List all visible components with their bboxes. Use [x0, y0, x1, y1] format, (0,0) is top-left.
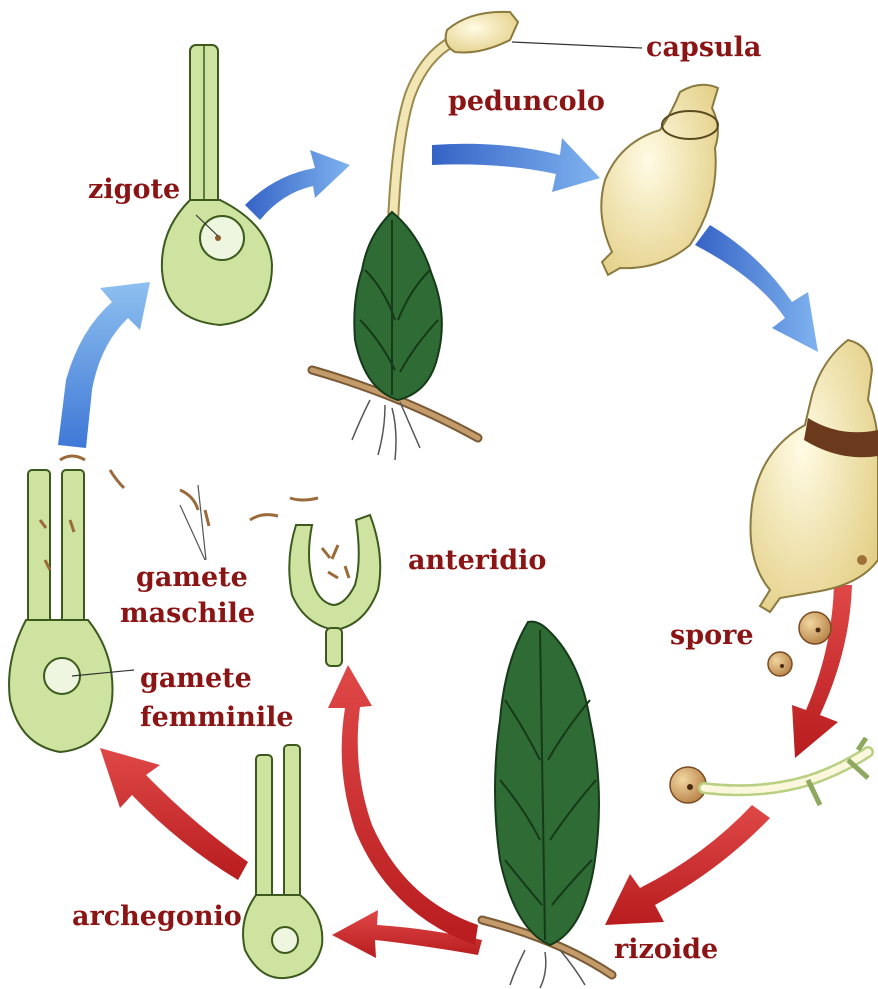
arrow-capsule-to-open: [695, 225, 818, 352]
open-capsule: [750, 340, 878, 612]
label-gamete-femminile-line2: femminile: [140, 703, 294, 733]
label-rizoide: rizoide: [614, 935, 718, 965]
archegonium-with-egg: [9, 470, 134, 752]
label-archegonio: archegonio: [72, 902, 242, 932]
label-gamete-maschile-line2: maschile: [120, 599, 255, 629]
protonema: [670, 738, 868, 805]
label-capsula: capsula: [646, 33, 761, 63]
arrow-peduncolo-to-capsule: [432, 138, 600, 192]
arrow-to-anteridio: [328, 665, 478, 945]
label-anteridio: anteridio: [408, 546, 546, 576]
anteridio-structure: [289, 515, 380, 666]
label-peduncolo: peduncolo: [448, 87, 605, 117]
label-gamete-femminile-line1: gamete: [140, 664, 252, 694]
label-gamete-maschile-line1: gamete: [136, 563, 248, 593]
arrow-spore-to-protonema: [792, 585, 852, 758]
arrow-protonema-to-gametophyte: [605, 805, 770, 925]
label-zigote: zigote: [88, 175, 180, 205]
label-spore: spore: [670, 621, 754, 651]
arrow-up-left: [58, 282, 150, 448]
leafy-gametophyte-bottom: [482, 622, 612, 988]
leafy-gametophyte-top: [312, 212, 478, 460]
arrow-archegonio-to-left: [100, 748, 248, 880]
archegonio-structure: [243, 745, 322, 978]
sperm-cells: [60, 456, 318, 560]
arrow-zigote-to-sporophyte: [245, 150, 350, 220]
